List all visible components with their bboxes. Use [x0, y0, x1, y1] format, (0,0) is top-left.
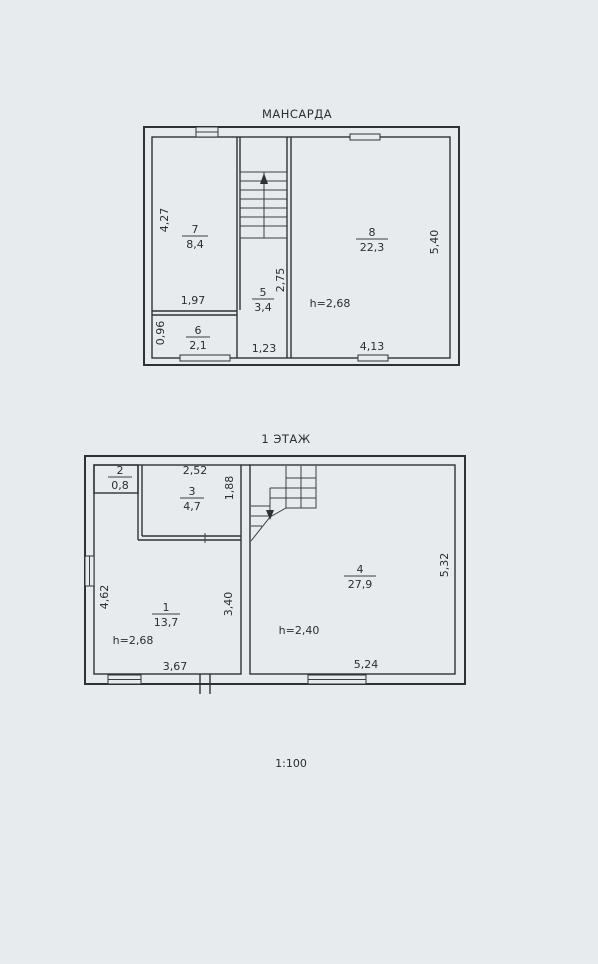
room-area: 4,7 [183, 500, 201, 513]
room-area: 22,3 [360, 241, 385, 254]
dimension-label: 0,96 [154, 321, 167, 346]
room-area: 2,1 [189, 339, 207, 352]
room-number: 3 [189, 485, 196, 498]
dimension-label: 4,13 [360, 340, 385, 353]
room-number: 6 [195, 324, 202, 337]
dimension-label: 1,88 [223, 476, 236, 501]
room-number: 7 [192, 223, 199, 236]
ceiling-height: h=2,40 [279, 624, 320, 637]
dimension-label: 5,40 [428, 230, 441, 255]
room-number: 1 [163, 601, 170, 614]
room-number: 5 [260, 286, 267, 299]
arrow-down-icon [266, 510, 274, 520]
dimension-label: 3,67 [163, 660, 188, 673]
dimension-label: 1,97 [181, 294, 206, 307]
floor1-right-inner [249, 464, 456, 675]
dimension-label: 5,32 [438, 553, 451, 578]
mansard-stairs [239, 171, 288, 239]
mansard-title: МАНСАРДА [262, 107, 332, 121]
room-area: 0,8 [111, 479, 129, 492]
mansard-outer-wall [143, 126, 460, 366]
dimension-label: 2,75 [274, 268, 287, 293]
window [357, 354, 389, 362]
dimension-label: 4,62 [98, 585, 111, 610]
scale-label: 1:100 [275, 757, 307, 770]
room-number: 2 [117, 464, 124, 477]
room-number: 8 [369, 226, 376, 239]
dimension-label: 2,52 [183, 464, 208, 477]
floor1-title: 1 ЭТАЖ [261, 432, 310, 446]
room-area: 8,4 [186, 238, 204, 251]
room-number: 4 [357, 563, 364, 576]
window [349, 133, 381, 141]
mansard-plan: 7 8,4 8 22,3 5 3,4 6 2,1 4,27 1,97 0,96 … [143, 126, 460, 366]
ceiling-height: h=2,68 [310, 297, 351, 310]
mansard-inner-wall [151, 136, 451, 359]
window [179, 354, 231, 362]
ceiling-height: h=2,68 [113, 634, 154, 647]
dimension-label: 3,40 [222, 592, 235, 617]
arrow-up-icon [260, 173, 268, 184]
dimension-label: 5,24 [354, 658, 379, 671]
floor1-plan: 2 0,8 3 4,7 1 13,7 4 27,9 2,52 1,88 4,62… [84, 455, 466, 694]
room-area: 13,7 [154, 616, 179, 629]
dimension-label: 4,27 [158, 208, 171, 233]
room-area: 3,4 [254, 301, 272, 314]
room-area: 27,9 [348, 578, 373, 591]
dimension-label: 1,23 [252, 342, 277, 355]
floor1-stairs [250, 466, 317, 542]
